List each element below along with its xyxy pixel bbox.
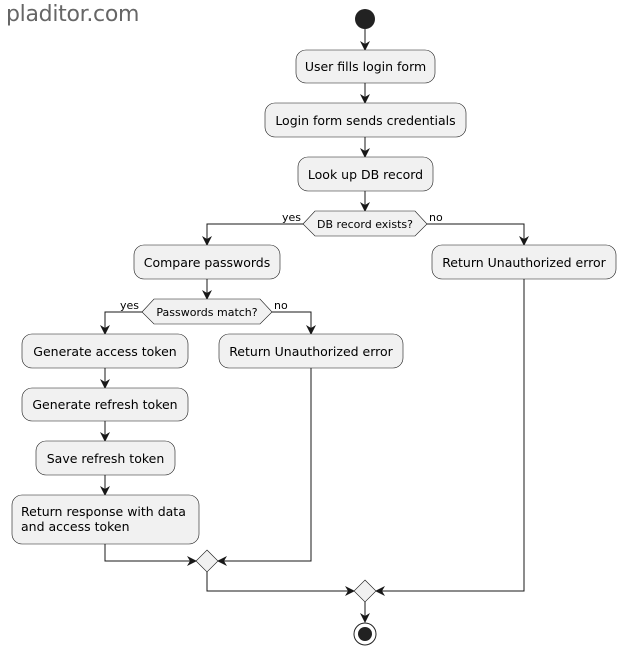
action-label-line-2: and access token [21, 519, 130, 534]
decision-db-record-exists: DB record exists? yes no [282, 210, 443, 237]
action-label: Login form sends credentials [275, 113, 455, 128]
action-send-credentials: Login form sends credentials [264, 102, 467, 138]
branch-label-no: no [429, 211, 443, 224]
action-label: Look up DB record [308, 167, 423, 182]
decision-label: Passwords match? [156, 306, 257, 319]
action-unauthorized-1: Return Unauthorized error [431, 244, 617, 280]
action-label: Compare passwords [144, 255, 271, 270]
merge-node-1 [195, 549, 219, 573]
action-lookup-db: Look up DB record [297, 156, 434, 192]
end-node [353, 622, 377, 646]
action-label: Generate refresh token [32, 397, 177, 412]
action-label-line-1: Return response with data [21, 504, 186, 519]
action-label: Return Unauthorized error [442, 255, 606, 270]
branch-label-yes: yes [120, 299, 139, 312]
action-label: Return Unauthorized error [229, 344, 393, 359]
action-save-refresh-token: Save refresh token [35, 440, 176, 476]
action-fill-form: User fills login form [295, 49, 436, 84]
action-unauthorized-2: Return Unauthorized error [218, 333, 404, 369]
decision-passwords-match: Passwords match? yes no [120, 298, 288, 325]
action-label: Save refresh token [47, 451, 165, 466]
branch-label-no: no [274, 299, 288, 312]
start-node [355, 9, 375, 29]
action-return-response: Return response with data and access tok… [11, 494, 200, 545]
merge-node-2 [353, 579, 377, 603]
action-generate-refresh-token: Generate refresh token [21, 387, 189, 422]
edges [100, 29, 529, 623]
action-label: User fills login form [305, 59, 426, 74]
branch-label-yes: yes [282, 211, 301, 224]
action-compare-passwords: Compare passwords [133, 244, 281, 280]
decision-label: DB record exists? [317, 218, 413, 231]
watermark-logo: pladitor.com [6, 2, 140, 27]
action-generate-access-token: Generate access token [21, 333, 189, 369]
action-label: Generate access token [33, 344, 176, 359]
